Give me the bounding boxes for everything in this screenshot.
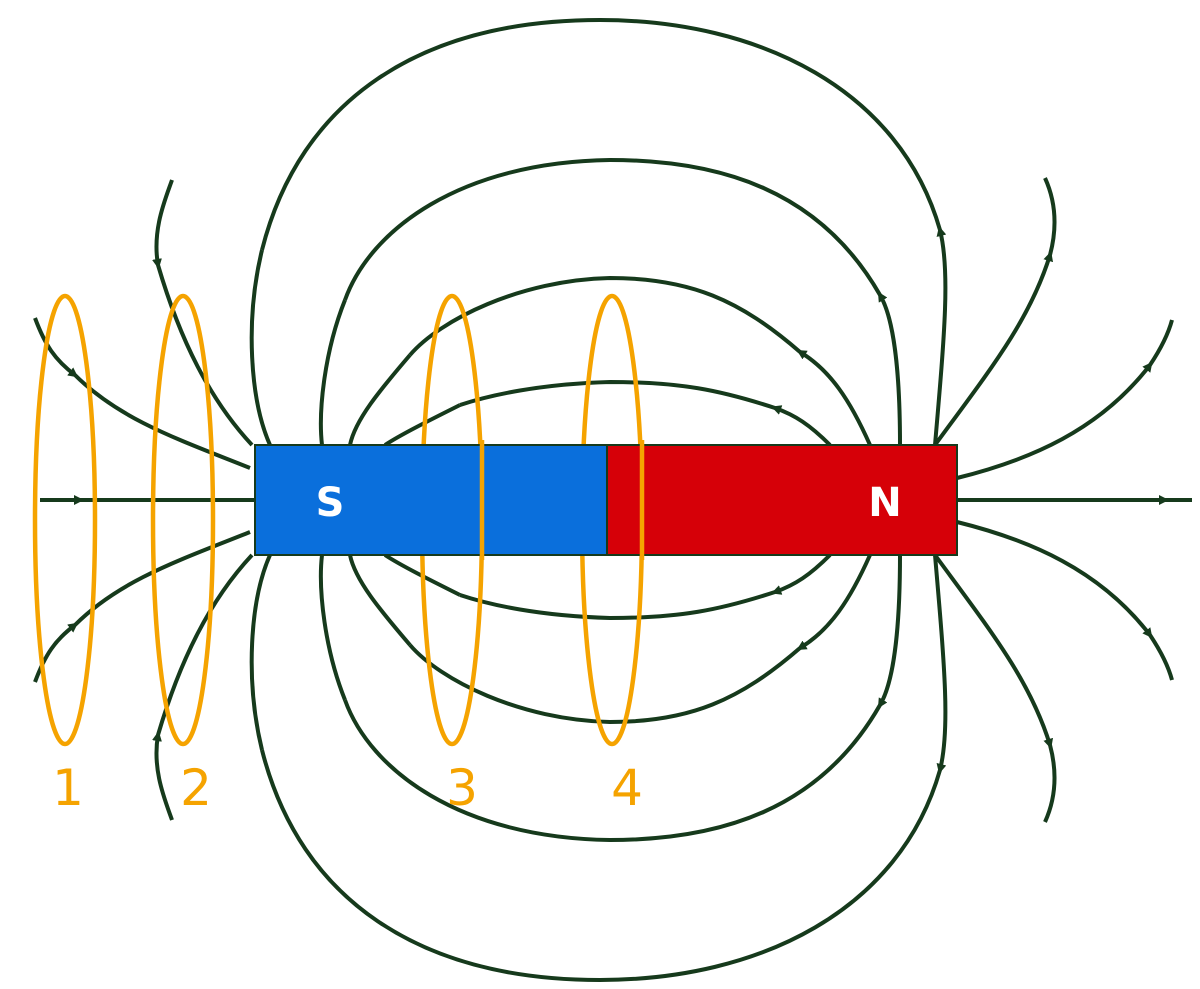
loop-label-4: 4 (611, 759, 643, 817)
field-line (1148, 633, 1174, 681)
loop-label-1: 1 (52, 759, 84, 817)
field-line (877, 554, 902, 709)
field-line (156, 264, 254, 447)
south-pole-label: S (316, 480, 345, 526)
field-line (152, 731, 174, 821)
field-line (933, 554, 948, 774)
field-line (260, 749, 942, 983)
field-line (956, 520, 1153, 639)
field-line (260, 17, 942, 251)
north-pole-label: N (868, 480, 901, 526)
field-line (73, 530, 251, 627)
field-line (33, 622, 79, 683)
magnet-north-half (606, 444, 958, 556)
field-line (156, 553, 254, 736)
field-line (348, 554, 412, 647)
field-line (383, 403, 461, 447)
loops-front (479, 440, 645, 560)
field-line (249, 249, 272, 446)
field-line (318, 299, 347, 446)
field-line (408, 275, 802, 357)
field-line (1043, 744, 1057, 823)
magnet-south-half (254, 444, 608, 556)
field-line (408, 643, 802, 725)
field-line (348, 353, 412, 446)
field-line (73, 373, 251, 470)
field-line (33, 317, 79, 378)
field-line (343, 157, 882, 301)
field-line (877, 291, 902, 446)
field-line (933, 251, 1054, 447)
loop-label-2: 2 (180, 759, 212, 817)
field-line (796, 554, 872, 651)
bar-magnet: S N (254, 444, 958, 556)
field-line (933, 553, 1054, 749)
field-line (383, 553, 461, 597)
field-line (1043, 177, 1057, 256)
loop-label-3: 3 (446, 759, 478, 817)
field-line (1148, 319, 1174, 367)
field-line (956, 361, 1153, 480)
field-line (343, 699, 882, 843)
field-lines (33, 17, 1192, 983)
field-line (933, 226, 948, 446)
loop-1 (32, 293, 98, 747)
field-line (318, 554, 347, 701)
loop-2 (150, 293, 216, 747)
field-line (771, 553, 832, 595)
field-line (249, 554, 272, 751)
field-line (152, 179, 174, 269)
field-line (771, 405, 832, 447)
field-line (459, 379, 776, 410)
field-line (796, 349, 872, 446)
field-line (459, 590, 776, 621)
